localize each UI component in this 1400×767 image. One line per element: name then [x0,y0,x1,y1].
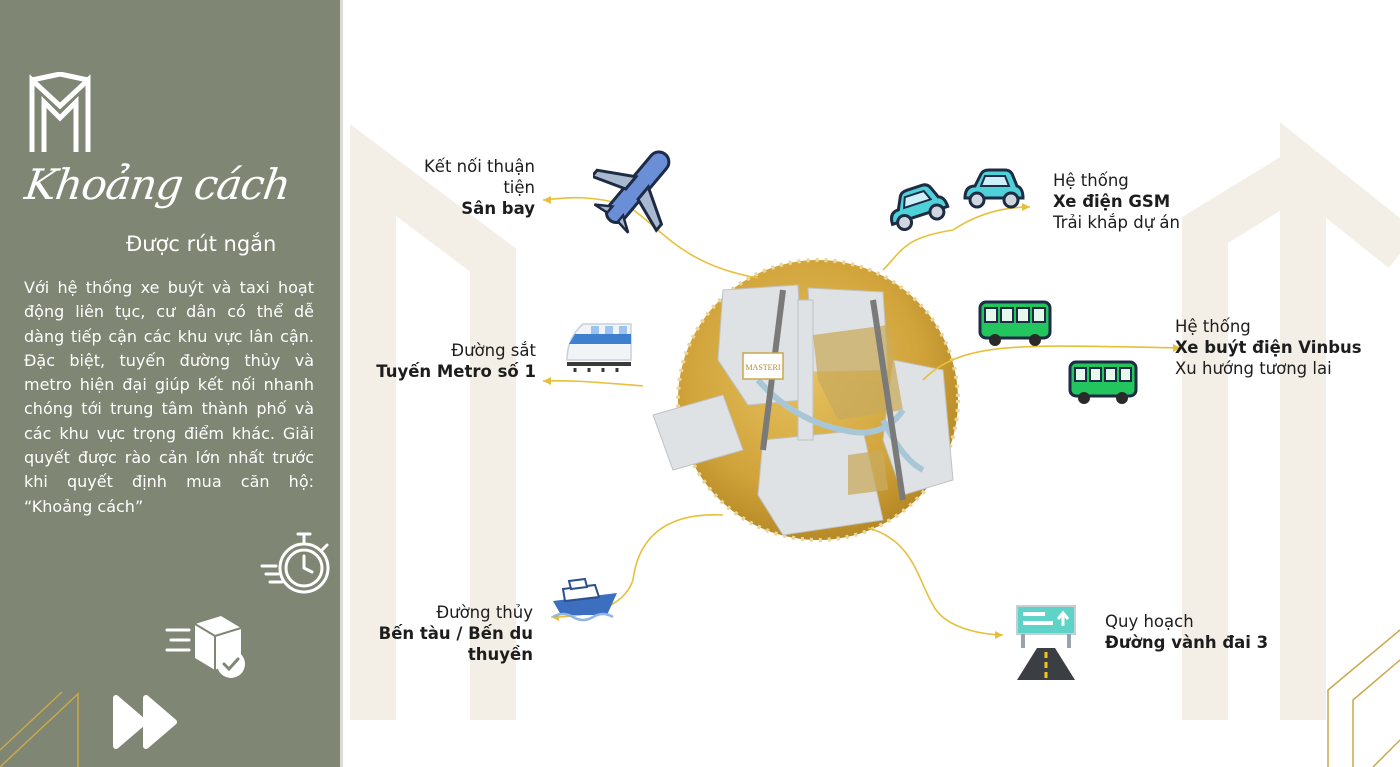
label-vinbus: Hệ thống Xe buýt điện Vinbus Xu hướng tư… [1175,316,1395,379]
label-airport-bold: Sân bay [461,199,535,218]
sidebar-subtitle: Được rút ngắn [126,232,277,256]
car-icon [963,168,1025,209]
label-ring-road-bold: Đường vành đai 3 [1105,633,1269,652]
sidebar-description: Với hệ thống xe buýt và taxi hoạt động l… [24,278,314,516]
bus-icon [1068,360,1138,404]
brand-logo-icon [29,72,91,152]
label-metro-line1: Đường sắt [451,341,536,360]
label-waterway: Đường thủy Bến tàu / Bến du thuyền [343,602,533,665]
sidebar-script-title: Khoảng cách [22,160,294,209]
train-icon [566,323,632,372]
stopwatch-icon [260,532,330,594]
label-gsm-line3: Trải khắp dự án [1053,213,1180,232]
ship-icon [552,577,617,622]
label-metro-bold: Tuyến Metro số 1 [376,362,536,381]
sidebar: Khoảng cách Được rút ngắn Với hệ thống x… [0,0,340,767]
label-airport-line2: tiện [503,178,535,197]
label-waterway-bold2: thuyền [467,645,533,664]
label-ring-road: Quy hoạch Đường vành đai 3 [1105,611,1325,653]
sidebar-deco-lines [0,691,79,767]
label-vinbus-line1: Hệ thống [1175,317,1251,336]
label-airport-line1: Kết nối thuận [423,157,535,176]
airplane-icon [593,150,671,234]
label-gsm-bold: Xe điện GSM [1053,192,1171,211]
project-badge-text: MASTERI [745,363,780,372]
label-vinbus-line3: Xu hướng tương lai [1175,359,1332,378]
label-waterway-bold1: Bến tàu / Bến du [378,624,533,643]
bus-icon [978,300,1052,346]
connection-map-area: MASTERI [343,0,1400,767]
road-sign-icon [1016,605,1076,680]
label-ring-road-line1: Quy hoạch [1105,612,1194,631]
project-badge [742,352,784,380]
label-metro: Đường sắt Tuyến Metro số 1 [343,340,536,382]
label-vinbus-bold: Xe buýt điện Vinbus [1175,338,1362,357]
label-airport: Kết nối thuận tiện Sân bay [343,156,535,219]
sidebar-divider [340,0,343,767]
fast-delivery-icon [165,616,245,678]
fast-forward-icon [113,695,177,749]
car-icon [890,183,950,232]
label-waterway-line1: Đường thủy [436,603,533,622]
label-gsm-line1: Hệ thống [1053,171,1129,190]
background-and-connectors: MASTERI [350,122,1400,767]
label-gsm: Hệ thống Xe điện GSM Trải khắp dự án [1053,170,1273,233]
